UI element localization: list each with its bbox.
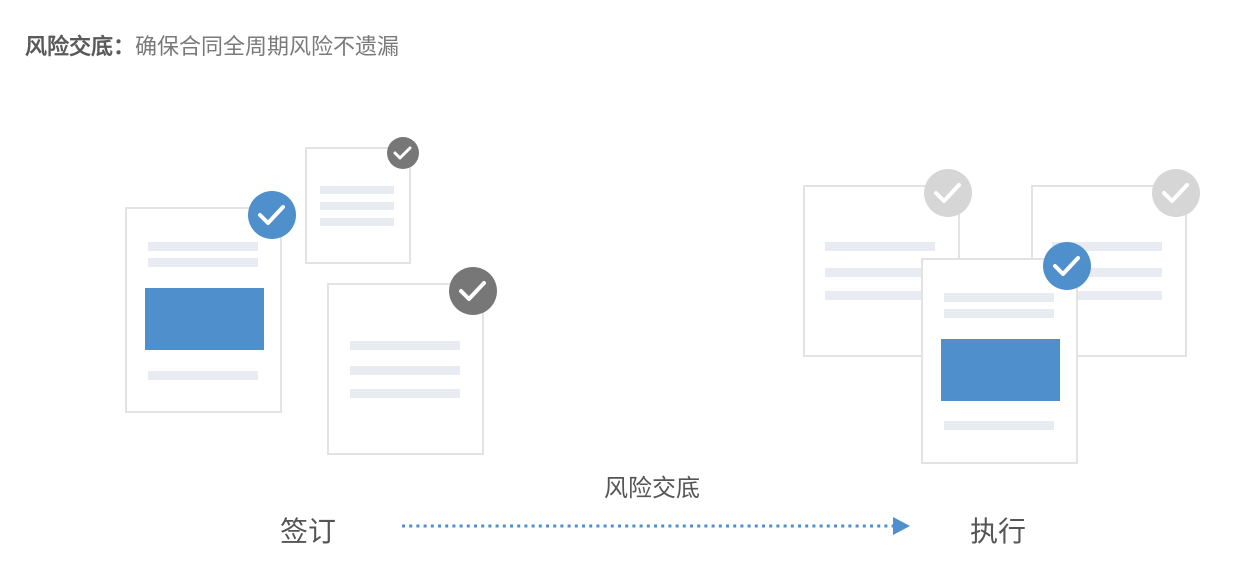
signing-documents-group	[125, 137, 497, 455]
flow-start-label: 签订	[280, 515, 337, 548]
document-main-left	[125, 207, 282, 413]
page-heading: 风险交底：确保合同全周期风险不遗漏	[25, 30, 399, 66]
flow-arrow	[402, 517, 910, 535]
heading-text: 确保合同全周期风险不遗漏	[135, 35, 400, 60]
document-small-top	[305, 147, 411, 264]
check-icon	[387, 137, 419, 169]
check-icon	[248, 191, 296, 239]
check-icon	[924, 169, 972, 217]
heading-label: 风险交底：	[25, 35, 136, 60]
check-icon	[1152, 169, 1200, 217]
arrow-head-icon	[893, 517, 910, 535]
check-icon	[449, 267, 497, 315]
flow-caption: 风险交底	[604, 474, 700, 502]
check-icon	[1043, 242, 1091, 290]
flow-end-label: 执行	[970, 515, 1027, 548]
document-main-front	[921, 258, 1078, 464]
execution-documents-group	[803, 169, 1200, 464]
document-bottom-right	[327, 283, 484, 455]
